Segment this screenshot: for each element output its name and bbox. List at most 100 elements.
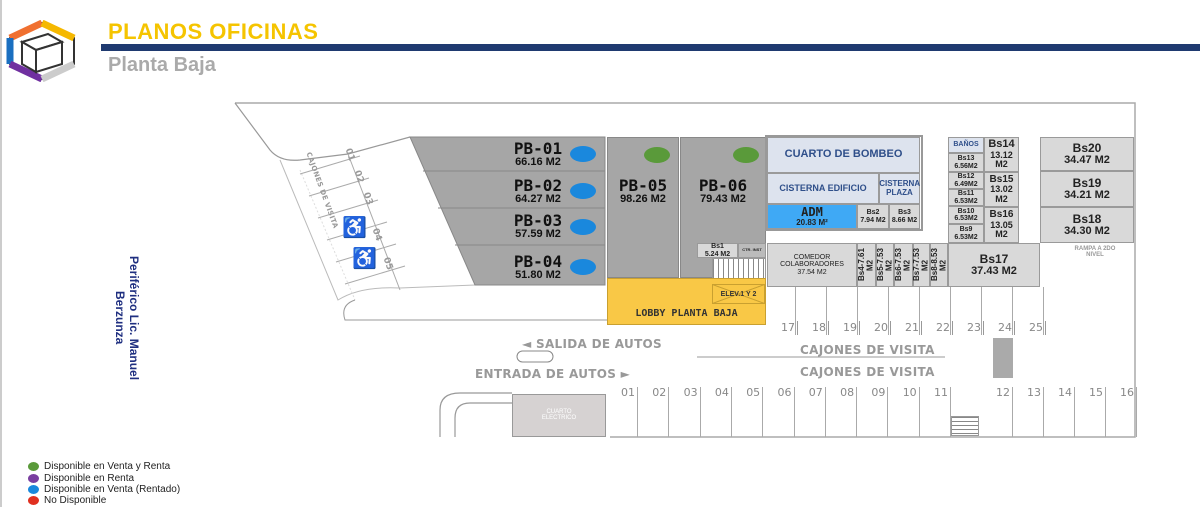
room-bs6[interactable]: Bs6-7.53 M2 <box>894 243 913 287</box>
room-label: Bs2 <box>866 209 880 217</box>
parking-slot-number: 10 <box>902 386 917 399</box>
parking-divider <box>950 387 951 437</box>
room-label: CUARTO DE BOMBEO <box>784 148 903 161</box>
parking-divider <box>887 387 889 437</box>
room-cuarto-bombeo: CUARTO DE BOMBEO <box>767 137 920 173</box>
legend-label: Disponible en Venta y Renta <box>44 461 171 472</box>
parking-divider <box>1012 387 1013 437</box>
room-label: Bs8-8.53 M2 <box>929 248 947 282</box>
parking-slot-number: 21 <box>905 321 922 335</box>
parking-slot-number: 23 <box>967 321 984 335</box>
room-label: Bs3 <box>898 209 911 217</box>
room-label: Bs5-7.53 M2 <box>875 248 893 282</box>
room-label: Bs15 <box>989 173 1014 185</box>
elevators: ELEV.1 Y 2 <box>712 284 765 304</box>
parking-slot-number: 16 <box>1120 386 1134 399</box>
parking-divider <box>826 287 827 335</box>
legend-label: Disponible en Renta <box>44 473 135 484</box>
office-code: PB-06 <box>698 176 748 195</box>
office-code: PB-01 <box>513 139 563 158</box>
office-area: 57.59 M2 <box>515 228 561 240</box>
parking-divider <box>857 287 858 335</box>
parking-slot-number: 03 <box>683 386 698 399</box>
office-area: 64.27 M2 <box>515 193 561 205</box>
room-label: Bs20 <box>1072 140 1102 155</box>
parking-divider <box>981 287 982 335</box>
parking-slot-number: 09 <box>871 386 886 399</box>
parking-slot-number: 12 <box>996 386 1010 399</box>
legend-label: Disponible en Venta (Rentado) <box>44 484 181 495</box>
room-area: 13.02 M2 <box>990 184 1013 204</box>
room-bs5[interactable]: Bs5-7.53 M2 <box>876 243 894 287</box>
room-label: Bs18 <box>1072 211 1102 226</box>
road-label: Periférico Lic. Manuel Berzunza <box>113 255 141 381</box>
legend-item: Disponible en Venta (Rentado) <box>28 484 180 495</box>
office-code: PB-03 <box>513 211 563 230</box>
parking-slot-number: 07 <box>808 386 823 399</box>
lobby-label: LOBBY PLANTA BAJA <box>635 308 738 319</box>
status-dot-blue <box>570 259 596 275</box>
room-area: 6.53M2 <box>954 215 978 222</box>
service-block <box>765 135 923 231</box>
room-area: 13.12 M2 <box>990 149 1013 170</box>
room-label: Bs6-7.53 M2 <box>894 248 912 282</box>
room-label: Bs14 <box>988 138 1015 151</box>
parking-slot-number: 18 <box>812 321 829 335</box>
room-label: CISTERNA PLAZA <box>879 179 921 197</box>
room-bs7[interactable]: Bs7-7.53 M2 <box>912 243 930 287</box>
visit-parking-label: CAJONES DE VISITA <box>800 365 935 379</box>
parking-slot-number: 11 <box>934 386 948 399</box>
parking-slot-number: 04 <box>714 386 729 399</box>
parking-slot-number: 25 <box>1029 321 1046 335</box>
parking-divider <box>1074 387 1075 437</box>
parking-divider <box>1043 387 1044 437</box>
parking-slot-number: 17 <box>781 321 798 335</box>
room-label: CTR. INST <box>742 247 762 253</box>
office-area: 51.80 M2 <box>515 269 561 281</box>
parking-slot-number: 20 <box>874 321 891 335</box>
parking-divider <box>793 387 795 437</box>
room-label: CISTERNA EDIFICIO <box>779 182 867 193</box>
parking-divider <box>918 387 920 437</box>
room-bs4[interactable]: Bs4-7.61 M2 <box>857 243 876 287</box>
room-bs8[interactable]: Bs8-8.53 M2 <box>930 243 948 287</box>
column <box>993 338 1013 378</box>
left-border <box>0 0 2 507</box>
room-label: Bs9 <box>959 226 973 234</box>
room-cisterna-plaza: CISTERNA PLAZA <box>879 173 920 204</box>
parking-divider <box>888 287 889 335</box>
room-label: Bs17 <box>979 251 1009 266</box>
status-dot-blue <box>570 146 596 162</box>
parking-slot-number: 02 <box>652 386 667 399</box>
office-area: 79.43 M2 <box>700 193 746 205</box>
room-area: 6.49M2 <box>954 180 978 188</box>
room-label: BAÑOS <box>953 141 979 149</box>
status-dot-blue <box>570 183 596 199</box>
page-title: PLANOS OFICINAS <box>108 19 319 44</box>
office-area: 66.16 M2 <box>515 156 561 168</box>
room-ctr-inst: CTR. INST <box>738 243 766 258</box>
parking-divider <box>795 287 796 335</box>
